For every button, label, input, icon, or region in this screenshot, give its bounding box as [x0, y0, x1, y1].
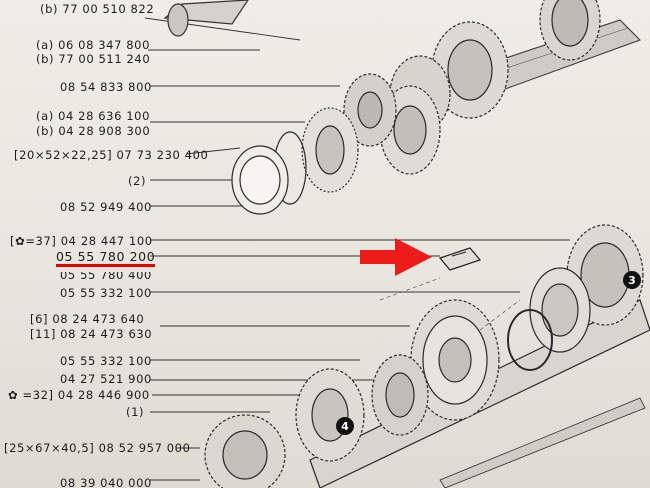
part-label: (a) 06 08 347 800 [36, 38, 151, 52]
part-label: 08 39 040 000 [60, 476, 152, 488]
part-label: (1) [126, 405, 145, 419]
part-label: (a) 04 28 636 100 [36, 109, 151, 123]
callout-circle-4: 4 [336, 417, 354, 435]
part-label: [11] 08 24 473 630 [30, 327, 153, 341]
part-label: [6] 08 24 473 640 [30, 312, 145, 326]
gear-cluster-lower [204, 224, 650, 488]
part-label: (b) 77 00 511 240 [36, 52, 151, 66]
part-label: 05 55 332 100 [60, 286, 152, 300]
dashed-guide-lines [379, 277, 521, 331]
part-label: ✿ =32] 04 28 446 900 [8, 388, 150, 402]
callout-circle-3: 3 [623, 271, 641, 289]
part-label-highlighted: 05 55 780 200 [56, 250, 156, 267]
part-label: [25×67×40,5] 08 52 957 000 [4, 441, 191, 455]
part-label: [20×52×22,25] 07 73 230 400 [14, 148, 209, 162]
svg-text:4: 4 [341, 420, 349, 433]
part-label: 04 27 521 900 [60, 372, 152, 386]
svg-text:3: 3 [628, 274, 636, 287]
part-label: [✿=37] 04 28 447 100 [10, 234, 153, 248]
highlighted-part-key [438, 247, 482, 271]
red-arrow-icon [360, 238, 432, 276]
part-label: 08 54 833 800 [60, 80, 152, 94]
part-label: (2) [128, 174, 147, 188]
part-label: 05 55 332 100 [60, 354, 152, 368]
part-label: 05 55 780 400 [60, 268, 152, 282]
gear-cluster-upper [231, 0, 601, 215]
part-label: (b) 04 28 908 300 [36, 124, 151, 138]
part-label: 08 52 949 400 [60, 200, 152, 214]
part-label: (b) 77 00 510 822 [40, 2, 155, 16]
